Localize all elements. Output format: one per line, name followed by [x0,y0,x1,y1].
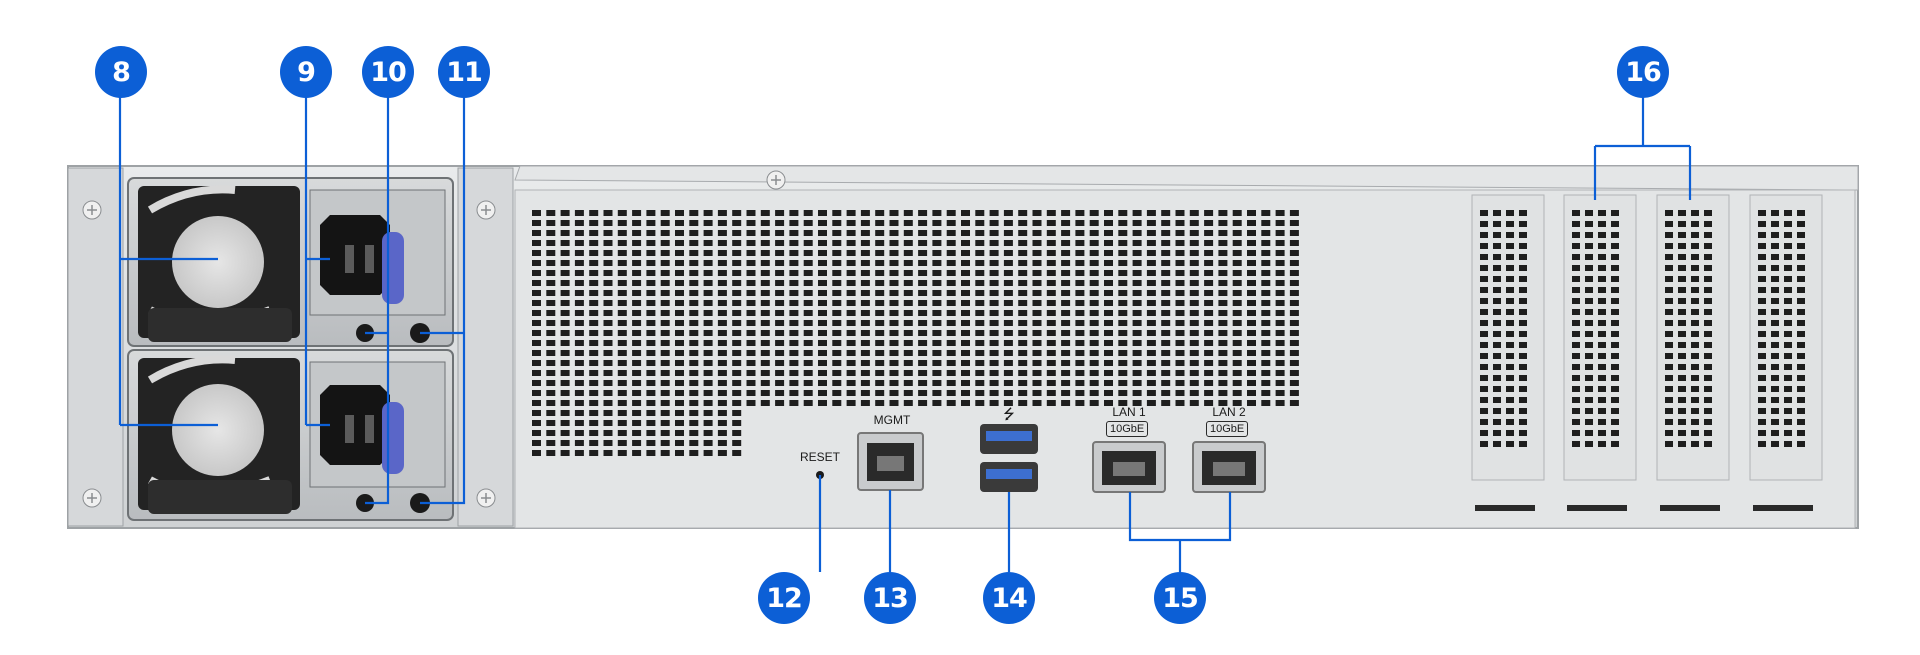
lan2-label: LAN 2 [1212,405,1246,419]
lan1-port [1092,441,1166,493]
pcie-slots [1471,194,1823,511]
usb-icon: ⭍ [1003,406,1015,422]
power-lock-clip-bottom [382,402,404,474]
callout-10: 10 [362,46,414,98]
lan2-speed-label: 10GbE [1206,421,1249,437]
callout-15: 15 [1154,572,1206,624]
mgmt-port [857,432,924,491]
callout-16: 16 [1617,46,1669,98]
fan-icon-top [172,216,264,308]
chassis-screws [82,170,786,508]
reset-label: RESET [799,450,840,464]
callout-13: 13 [864,572,916,624]
fan-icon-bottom [172,384,264,476]
lan1-label: LAN 1 [1112,405,1146,419]
psu-bay-top [127,177,454,347]
callout-8: 8 [95,46,147,98]
vent-grid [532,210,1299,456]
callout-leader-lines [118,97,1692,572]
lan2-port [1192,441,1266,493]
power-lock-clip-top [382,232,404,304]
callout-11: 11 [438,46,490,98]
callout-12: 12 [758,572,810,624]
callout-14: 14 [983,572,1035,624]
usb-ports [980,424,1038,492]
psu-bay-bottom [127,349,454,521]
callout-9: 9 [280,46,332,98]
mgmt-label: MGMT [873,413,911,427]
lan1-speed-label: 10GbE [1106,421,1149,437]
